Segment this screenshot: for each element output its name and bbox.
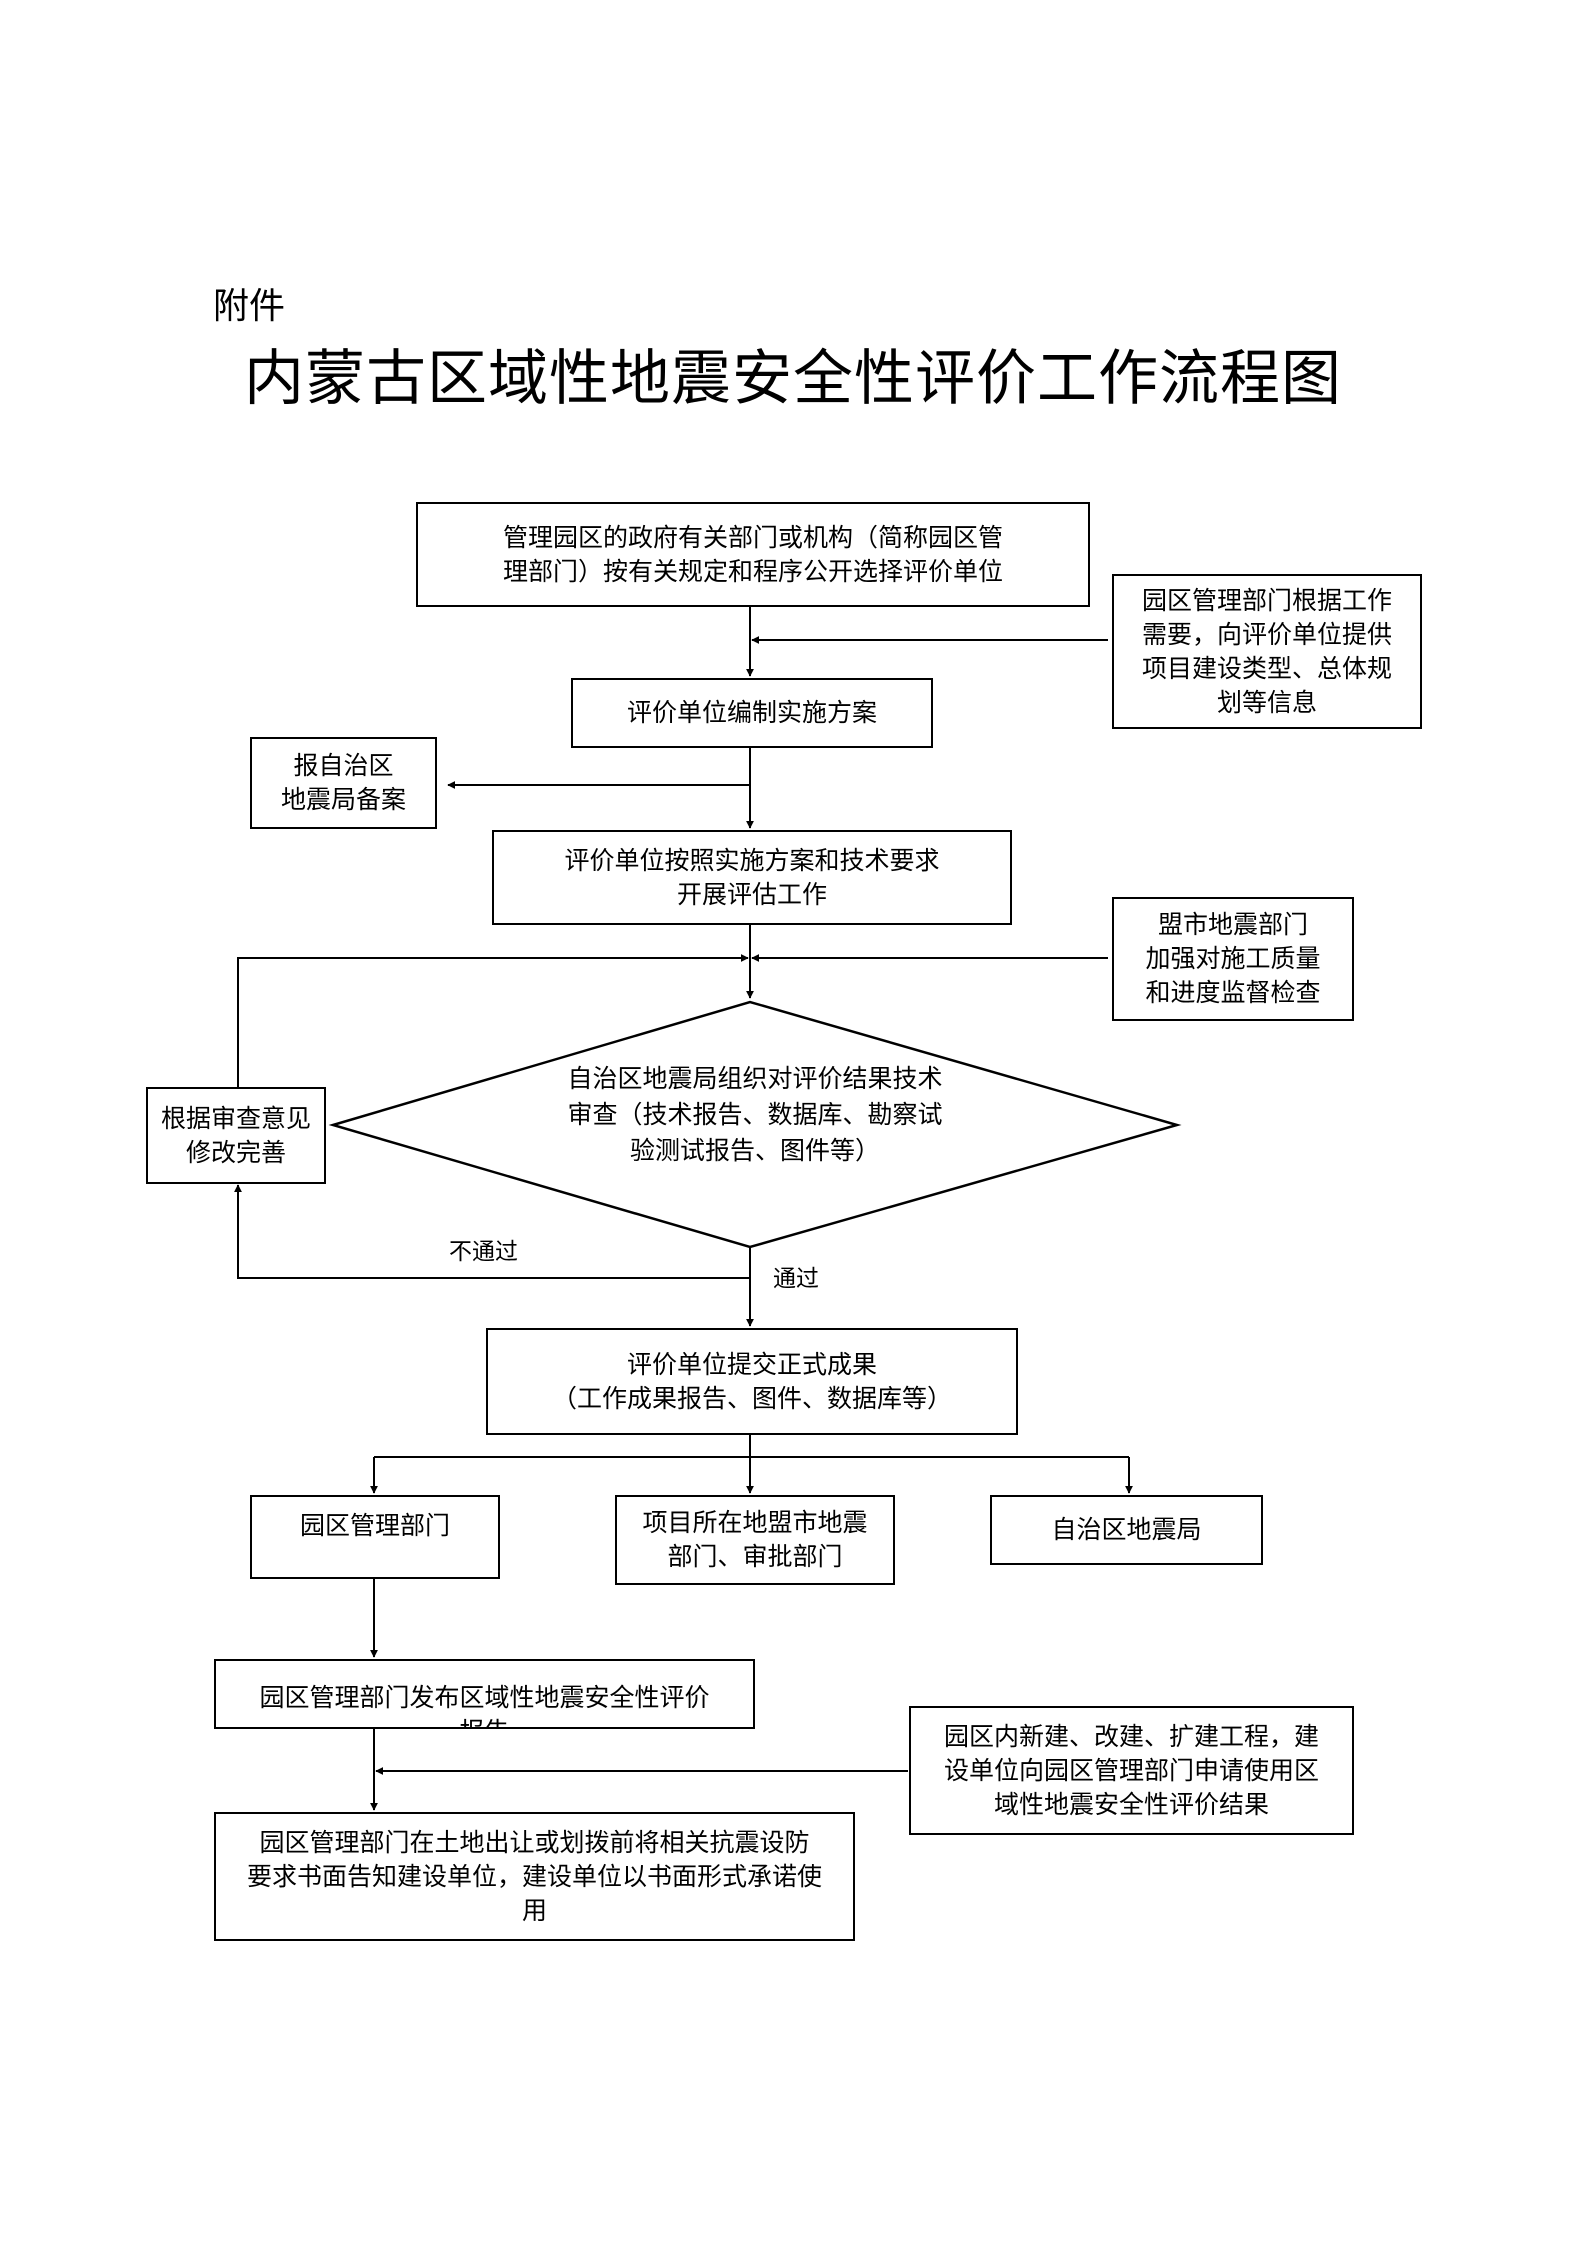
node-filing: 报自治区 地震局备案 (250, 737, 437, 829)
page-title: 内蒙古区域性地震安全性评价工作流程图 (244, 344, 1342, 414)
node-park-dept: 园区管理部门 (250, 1495, 500, 1579)
node-apply-use: 园区内新建、改建、扩建工程，建 设单位向园区管理部门申请使用区 域性地震安全性评… (909, 1706, 1354, 1835)
node-submit-results: 评价单位提交正式成果 （工作成果报告、图件、数据库等） (486, 1328, 1018, 1435)
node-conduct-eval: 评价单位按照实施方案和技术要求 开展评估工作 (492, 830, 1012, 925)
edge-label-fail: 不通过 (449, 1239, 518, 1265)
node-draft-plan: 评价单位编制实施方案 (571, 678, 933, 748)
node-provide-info: 园区管理部门根据工作 需要，向评价单位提供 项目建设类型、总体规 划等信息 (1112, 574, 1422, 729)
arrow-revise-back (237, 954, 749, 1098)
node-select-unit: 管理园区的政府有关部门或机构（简称园区管 理部门）按有关规定和程序公开选择评价单… (416, 502, 1090, 607)
node-technical-review: 自治区地震局组织对评价结果技术 审查（技术报告、数据库、勘察试 验测试报告、图件… (567, 1064, 943, 1165)
edge-label-pass: 通过 (773, 1266, 819, 1292)
node-publish-report: 园区管理部门发布区域性地震安全性评价 报告 (214, 1659, 755, 1729)
node-region-bureau: 自治区地震局 (990, 1495, 1263, 1565)
node-revise: 根据审查意见 修改完善 (146, 1087, 326, 1184)
node-notify-builder: 园区管理部门在土地出让或划拨前将相关抗震设防 要求书面告知建设单位，建设单位以书… (214, 1812, 855, 1941)
attachment-label: 附件 (213, 286, 286, 327)
node-league-dept: 项目所在地盟市地震 部门、审批部门 (615, 1495, 895, 1585)
node-supervision: 盟市地震部门 加强对施工质量 和进度监督检查 (1112, 897, 1354, 1021)
decision-diamond (328, 1000, 1182, 1249)
